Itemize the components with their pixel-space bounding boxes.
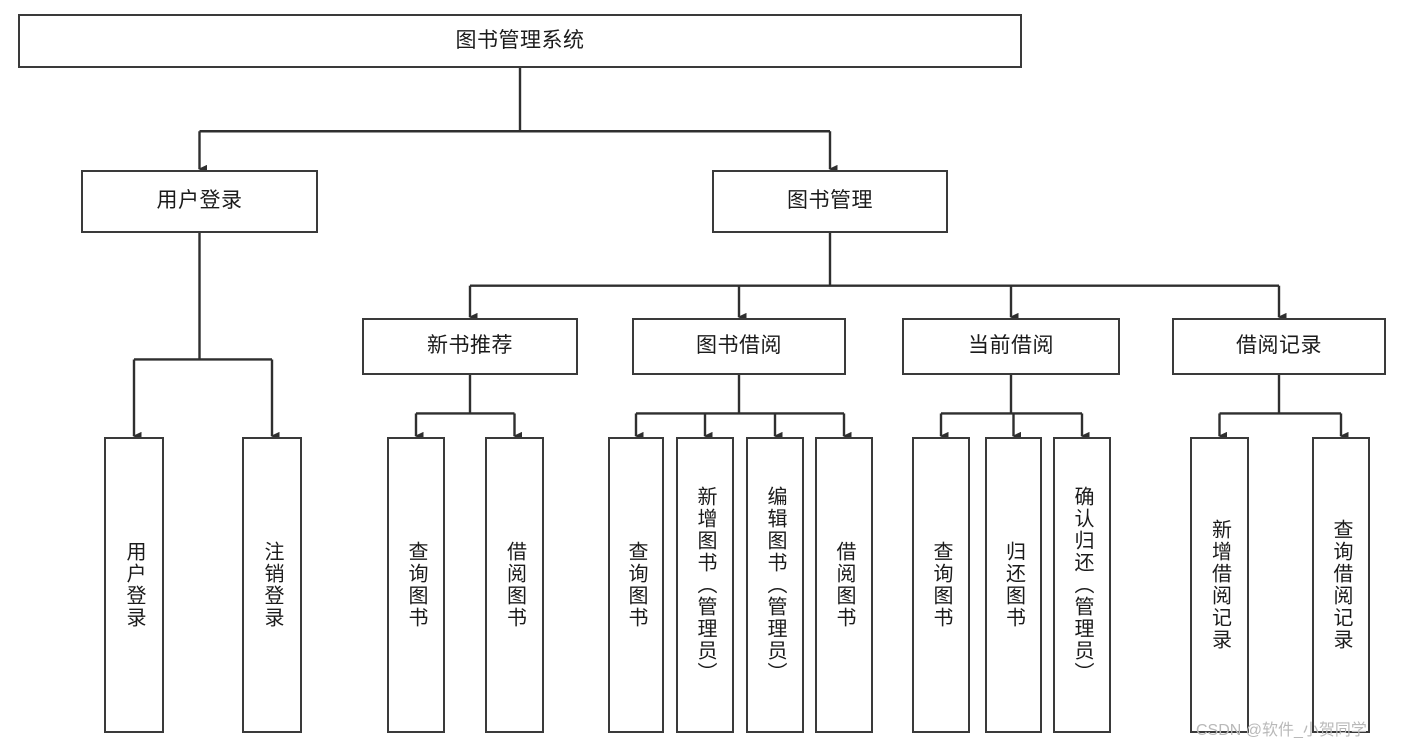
- node-book-management-label: 图书管理: [787, 189, 873, 213]
- leaf-user-login[interactable]: 用户登录: [104, 437, 164, 733]
- node-current-borrow-label: 当前借阅: [968, 334, 1054, 358]
- leaf-borrow-book-recommend-label: 借阅图书: [503, 541, 526, 629]
- leaf-return-book[interactable]: 归还图书: [985, 437, 1042, 733]
- tree-connectors: [132, 68, 1349, 441]
- leaf-borrow-book-recommend[interactable]: 借阅图书: [485, 437, 544, 733]
- leaf-query-book-recommend-label: 查询图书: [405, 541, 427, 629]
- node-new-book-recommend[interactable]: 新书推荐: [362, 318, 578, 375]
- leaf-query-book-recommend[interactable]: 查询图书: [387, 437, 445, 733]
- leaf-confirm-return-admin-label: 确认归还（管理员）: [1071, 486, 1093, 684]
- leaf-query-borrow-record[interactable]: 查询借阅记录: [1312, 437, 1370, 733]
- node-root-label: 图书管理系统: [455, 28, 585, 52]
- node-borrow-record-label: 借阅记录: [1236, 334, 1322, 358]
- leaf-query-book-current-label: 查询图书: [930, 541, 952, 629]
- node-user-login[interactable]: 用户登录: [81, 170, 318, 233]
- leaf-logout[interactable]: 注销登录: [242, 437, 302, 733]
- leaf-confirm-return-admin[interactable]: 确认归还（管理员）: [1053, 437, 1111, 733]
- leaf-borrow-book-label: 借阅图书: [833, 541, 855, 629]
- leaf-add-book-admin-label: 新增图书（管理员）: [694, 486, 716, 684]
- leaf-query-borrow-record-label: 查询借阅记录: [1330, 519, 1352, 651]
- node-book-management[interactable]: 图书管理: [712, 170, 948, 233]
- leaf-query-book-current[interactable]: 查询图书: [912, 437, 970, 733]
- leaf-return-book-label: 归还图书: [1002, 541, 1025, 629]
- leaf-logout-label: 注销登录: [261, 541, 283, 629]
- leaf-add-borrow-record[interactable]: 新增借阅记录: [1190, 437, 1249, 733]
- node-new-book-recommend-label: 新书推荐: [427, 334, 513, 358]
- node-borrow-record[interactable]: 借阅记录: [1172, 318, 1386, 375]
- node-root[interactable]: 图书管理系统: [18, 14, 1022, 68]
- leaf-query-book-borrow-label: 查询图书: [625, 541, 647, 629]
- node-current-borrow[interactable]: 当前借阅: [902, 318, 1120, 375]
- node-book-borrow[interactable]: 图书借阅: [632, 318, 846, 375]
- node-book-borrow-label: 图书借阅: [696, 334, 782, 358]
- leaf-add-book-admin[interactable]: 新增图书（管理员）: [676, 437, 734, 733]
- node-user-login-label: 用户登录: [156, 189, 243, 213]
- leaf-borrow-book[interactable]: 借阅图书: [815, 437, 873, 733]
- leaf-query-book-borrow[interactable]: 查询图书: [608, 437, 664, 733]
- leaf-edit-book-admin[interactable]: 编辑图书（管理员）: [746, 437, 804, 733]
- leaf-user-login-label: 用户登录: [123, 541, 145, 629]
- leaf-edit-book-admin-label: 编辑图书（管理员）: [764, 486, 786, 684]
- leaf-add-borrow-record-label: 新增借阅记录: [1208, 519, 1231, 651]
